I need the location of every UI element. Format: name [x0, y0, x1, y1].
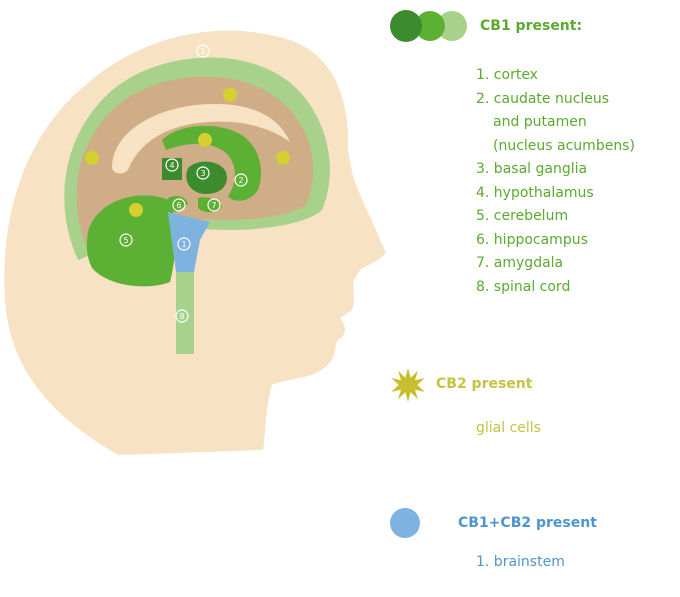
list-item: 4. hypothalamus	[476, 184, 594, 201]
cb2-heading: CB2 present	[388, 366, 678, 402]
region-label-hypothalamus: 4	[169, 161, 174, 170]
cb1-legend: CB1 present: 1. cortex 2. caudate nucleu…	[388, 8, 678, 299]
cb2-title: CB2 present	[436, 376, 533, 392]
list-item: 5. cerebelum	[476, 208, 569, 224]
list-item: 1. cortex	[476, 67, 538, 83]
amygdala-region	[198, 197, 222, 213]
cb-both-heading: CB1+CB2 present	[388, 506, 678, 540]
cb1-heading: CB1 present:	[388, 8, 678, 44]
cb2-legend: CB2 present glial cells	[388, 366, 678, 436]
brain-diagram: 1 2 3 4 5 6 7 8 1	[4, 30, 386, 455]
region-label-basal-ganglia: 3	[200, 169, 205, 178]
cb-both-title: CB1+CB2 present	[458, 515, 597, 531]
region-label-cerebellum: 5	[123, 236, 128, 245]
region-label-cortex: 1	[200, 47, 205, 56]
cb1-title: CB1 present:	[480, 18, 583, 34]
spinal-cord-region	[176, 272, 194, 354]
hypothalamus-region	[162, 158, 182, 180]
brainstem-region	[168, 212, 210, 272]
cb2-marker-icon	[85, 88, 290, 217]
cerebellum-region	[86, 195, 176, 287]
region-label-hippocampus: 6	[176, 201, 181, 210]
cb-both-legend: CB1+CB2 present 1. brainstem	[388, 506, 678, 570]
list-item: 6. hippocampus	[476, 231, 588, 248]
ventricle	[112, 104, 290, 174]
list-item: 3. basal ganglia	[476, 161, 588, 177]
region-label-brainstem: 1	[181, 240, 186, 249]
region-label-caudate: 2	[238, 176, 243, 185]
cb2-text: glial cells	[476, 420, 541, 436]
region-label-spinal-cord: 8	[179, 312, 184, 321]
cb-both-text: 1. brainstem	[476, 554, 565, 570]
list-item: 8. spinal cord	[476, 278, 571, 295]
blue-circle-icon	[390, 508, 420, 538]
region-label-amygdala: 7	[211, 201, 216, 210]
cb1-circles-icon	[390, 10, 467, 42]
caudate-putamen-region	[162, 125, 262, 201]
list-item: 7. amygdala	[476, 255, 564, 271]
cb2-sunburst-icon	[391, 368, 425, 402]
